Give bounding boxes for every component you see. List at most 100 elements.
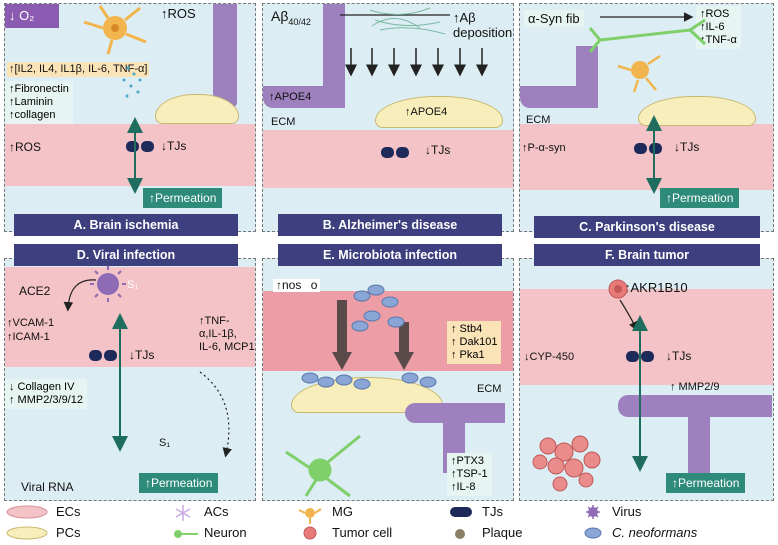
ecs-legend-icon xyxy=(6,505,48,519)
marker-item: ↑TNF-α xyxy=(700,34,737,46)
permeation-badge: ↑Permeation xyxy=(143,188,223,208)
psyn-label: ↑P-α-syn xyxy=(522,142,566,154)
tjs-label: ↓TJs xyxy=(666,349,692,363)
endothelial-band xyxy=(520,289,773,385)
tight-junction xyxy=(626,351,654,362)
legend-ecs: ECs xyxy=(56,504,81,519)
cneo-legend-icon xyxy=(584,527,602,539)
title-brain-ischemia: A. Brain ischemia xyxy=(14,214,238,236)
ecm-list: ↑Fibronectin ↑Laminin ↑collagen xyxy=(5,81,73,124)
o-text: o xyxy=(310,278,318,292)
legend-tumor: Tumor cell xyxy=(332,525,393,540)
ace2-label: ACE2 xyxy=(19,284,51,298)
panel-brain-ischemia: ↓ O₂ ↑ROS ↑[IL2, IL4, IL1β, IL-6, TNF-α]… xyxy=(4,3,256,232)
parkinson-markers: ↑ROS ↑IL-6 ↑TNF-α xyxy=(696,6,741,49)
microglia-icon xyxy=(617,54,661,93)
tjs-legend-icon xyxy=(450,507,472,517)
ros-dots-icon xyxy=(122,66,142,98)
neuron-icon xyxy=(285,434,361,498)
title-viral-infection: D. Viral infection xyxy=(14,244,238,266)
abeta-fibril-icon xyxy=(369,7,446,35)
icam-label: ↑ICAM-1 xyxy=(7,331,50,343)
plaque-legend-icon xyxy=(455,529,465,539)
fungus-arrows xyxy=(332,300,414,370)
panel-alzheimers: Aβ40/42 ↑Aβ deposition ↑APOE4 ↑APOE4 ECM… xyxy=(262,3,514,232)
cytokine-line: α,IL-1β, xyxy=(199,328,237,340)
tight-junction xyxy=(126,141,154,152)
tight-junction xyxy=(381,147,409,158)
viral-cytokines-label: ↑TNF- α,IL-1β, IL-6, MCP1 xyxy=(199,315,255,354)
tumor-legend-icon xyxy=(303,526,317,540)
neuron-legend-icon xyxy=(174,530,198,538)
deposition-label: ↑Aβ deposition xyxy=(453,10,513,40)
apoe-left-label: ↑APOE4 xyxy=(269,91,312,103)
legend-pcs: PCs xyxy=(56,525,81,540)
tjs-label: ↓TJs xyxy=(161,139,187,153)
akr-label: ↑AKR1B10 xyxy=(624,280,688,295)
pcs-legend-icon xyxy=(6,526,48,540)
panel-parkinsons: α-Syn fib ↑ROS ↑IL-6 ↑TNF-α ECM ↑P-α-syn… xyxy=(519,3,774,232)
marker-item: ↑IL-6 xyxy=(700,21,725,33)
tumor-mass-icon xyxy=(532,435,601,492)
virus-legend-icon xyxy=(586,505,600,519)
abeta-label: Aβ40/42 xyxy=(271,8,311,29)
gene-item: ↑ Pka1 xyxy=(451,349,485,361)
legend-plaque: Plaque xyxy=(482,525,523,540)
microbiota-markers: ↑PTX3 ↑TSP-1 ↑IL-8 xyxy=(447,453,492,496)
cyp-label: ↓CYP-450 xyxy=(524,351,575,363)
ecm-label: ECM xyxy=(477,383,502,395)
marker-item: ↑PTX3 xyxy=(451,455,485,467)
o2-label: ↓ O₂ xyxy=(5,4,59,28)
tjs-label: ↓TJs xyxy=(129,348,155,362)
akr-arrow xyxy=(619,299,638,332)
acs-legend-icon xyxy=(175,505,191,521)
viral-rna-label: Viral RNA xyxy=(21,480,74,494)
mg-legend-icon xyxy=(298,508,322,524)
astrocyte-endfoot xyxy=(688,395,710,475)
endothelial-band xyxy=(5,124,255,186)
cytokines-label: ↑[IL2, IL4, IL1β, IL-6, TNF-α] xyxy=(7,62,150,77)
gene-item: ↑ Stb4 xyxy=(451,323,483,335)
cytokine-line: ↑TNF- xyxy=(199,315,230,327)
ecm-item: ↑Fibronectin xyxy=(9,83,69,95)
apoe-right-label: ↑APOE4 xyxy=(405,106,448,118)
ace2-arrow xyxy=(63,279,97,312)
viral-ecm-list: ↓ Collagen IV ↑ MMP2/3/9/12 xyxy=(5,379,87,409)
tight-junction xyxy=(634,143,662,154)
ecm-item: ↑collagen xyxy=(9,109,56,121)
permeation-badge: ↑Permeation xyxy=(666,473,746,493)
collagen-label: ↓ Collagen IV xyxy=(9,381,75,393)
legend-cneo: C. neoformans xyxy=(612,525,698,540)
deposition-arrows xyxy=(345,48,488,77)
legend-neuron: Neuron xyxy=(204,525,247,540)
marker-item: ↑TSP-1 xyxy=(451,468,488,480)
endothelial-band xyxy=(5,267,255,367)
legend-mg: MG xyxy=(332,504,353,519)
marker-item: ↑ROS xyxy=(700,8,730,20)
panel-viral-infection: ACE2 S₁ ↑VCAM-1 ↑ICAM-1 ↓TJs ↑TNF- α,IL-… xyxy=(4,258,256,501)
permeation-badge: ↑Permeation xyxy=(139,473,219,493)
mmp-label: ↑ MMP2/3/9/12 xyxy=(9,394,83,406)
ecm-label: ECM xyxy=(526,114,551,126)
pericyte-cell xyxy=(155,94,239,124)
vcam-label: ↑VCAM-1 xyxy=(7,317,55,329)
cytokine-dots-arrow xyxy=(199,371,232,458)
cytokine-line: IL-6, MCP1 xyxy=(199,341,255,353)
mmp-label: ↑ MMP2/9 xyxy=(670,381,720,393)
nos-label: ↑nos o xyxy=(273,278,321,292)
abeta-text: Aβ xyxy=(271,8,289,24)
title-parkinsons: C. Parkinson's disease xyxy=(534,216,760,238)
virus-icon xyxy=(90,266,126,302)
legend-virus: Virus xyxy=(612,504,642,519)
syn-label: α-Syn fib xyxy=(524,10,584,27)
title-alzheimers: B. Alzheimer's disease xyxy=(278,214,502,236)
microbiota-genes: ↑ Stb4 ↑ Dak101 ↑ Pka1 xyxy=(447,321,502,364)
legend-acs: ACs xyxy=(204,504,229,519)
s1-bottom-label: S₁ xyxy=(159,437,171,449)
endothelial-band xyxy=(263,130,513,188)
neuron-icon xyxy=(588,18,707,53)
title-microbiota-infection: E. Microbiota infection xyxy=(278,244,502,266)
permeation-badge: ↑Permeation xyxy=(660,188,740,208)
microglia-icon xyxy=(83,5,147,55)
